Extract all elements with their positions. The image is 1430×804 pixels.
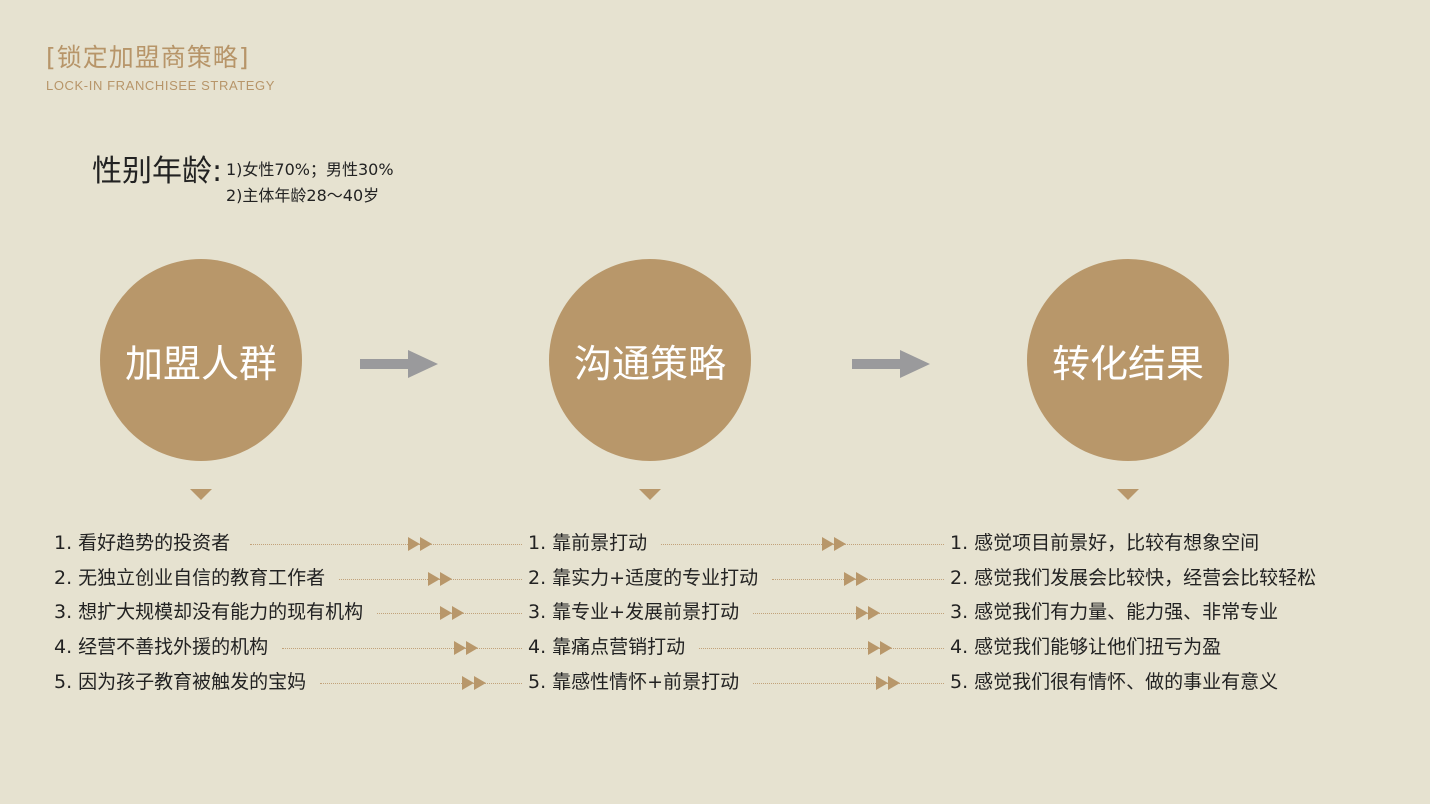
dotted-connector [250,544,522,545]
double-arrow-icon [428,572,452,586]
right-arrow-icon [360,350,438,378]
column-2-item: 3. 靠专业+发展前景打动 [528,601,740,623]
down-triangle-icon [190,489,212,500]
column-1-item: 1. 看好趋势的投资者 [54,532,231,554]
dotted-connector [320,683,522,684]
column-2-item: 4. 靠痛点营销打动 [528,636,686,658]
column-1-item: 3. 想扩大规模却没有能力的现有机构 [54,601,364,623]
column-1-item: 4. 经营不善找外援的机构 [54,636,269,658]
stage-circle-strategy: 沟通策略 [549,259,751,461]
column-1-item: 5. 因为孩子教育被触发的宝妈 [54,671,307,693]
column-2-item: 5. 靠感性情怀+前景打动 [528,671,740,693]
dotted-connector [699,648,944,649]
stage-label: 转化结果 [1051,341,1204,386]
double-arrow-icon [462,676,486,690]
double-arrow-icon [868,641,892,655]
column-3-item: 3. 感觉我们有力量、能力强、非常专业 [950,601,1279,623]
dotted-connector [753,613,944,614]
double-arrow-icon [856,606,880,620]
down-triangle-icon [639,489,661,500]
stage-circle-audience: 加盟人群 [100,259,302,461]
stage-label: 加盟人群 [124,341,277,386]
double-arrow-icon [454,641,478,655]
demographics-line-gender: 1)女性70%；男性30% [226,160,394,179]
stage-label: 沟通策略 [573,341,726,386]
demographics-label: 性别年龄: [92,154,223,189]
double-arrow-icon [876,676,900,690]
column-3-item: 1. 感觉项目前景好，比较有想象空间 [950,532,1260,554]
dotted-connector [661,544,944,545]
column-2-item: 1. 靠前景打动 [528,532,648,554]
column-2-item: 2. 靠实力+适度的专业打动 [528,567,759,589]
stage-circle-result: 转化结果 [1027,259,1229,461]
column-3-item: 5. 感觉我们很有情怀、做的事业有意义 [950,671,1279,693]
dotted-connector [282,648,522,649]
column-3-item: 4. 感觉我们能够让他们扭亏为盈 [950,636,1222,658]
column-3-item: 2. 感觉我们发展会比较快，经营会比较轻松 [950,567,1317,589]
page-subtitle: LOCK-IN FRANCHISEE STRATEGY [46,78,276,93]
dotted-connector [753,683,944,684]
demographics-line-age: 2)主体年龄28～40岁 [226,186,380,205]
double-arrow-icon [440,606,464,620]
double-arrow-icon [822,537,846,551]
column-1-item: 2. 无独立创业自信的教育工作者 [54,567,326,589]
right-arrow-icon [852,350,930,378]
double-arrow-icon [408,537,432,551]
double-arrow-icon [844,572,868,586]
page-title: [锁定加盟商策略] [46,43,250,72]
down-triangle-icon [1117,489,1139,500]
